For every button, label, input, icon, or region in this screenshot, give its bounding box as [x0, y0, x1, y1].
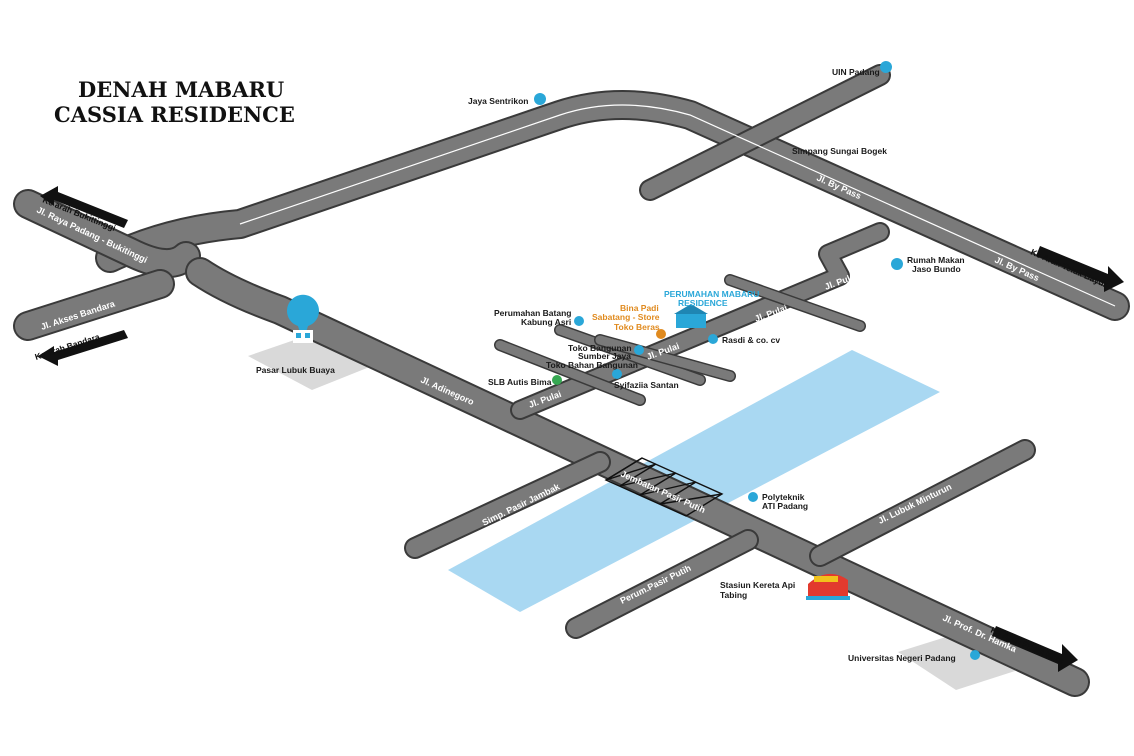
place-rumah-makan-1: Rumah Makan [907, 255, 965, 265]
place-bina-padi: Bina Padi [620, 303, 659, 313]
green-pin-icon [552, 375, 562, 385]
road-network [13, 64, 1130, 697]
place-jaya-sentrikon: Jaya Sentrikon [468, 96, 528, 106]
orange-pin-icon [656, 329, 666, 339]
train-icon [806, 573, 850, 600]
place-slb: SLB Autis Bima [488, 377, 552, 387]
place-perum-mabaru-2: RESIDENCE [678, 298, 728, 308]
place-rasdi: Rasdi & co. cv [722, 335, 780, 345]
place-simpang-sungai-bogek: Simpang Sungai Bogek [792, 146, 887, 156]
place-toko-beras: Toko Beras [614, 322, 660, 332]
unp-land-block [898, 632, 1018, 690]
place-perum-mabaru-1: PERUMAHAN MABARU [664, 289, 759, 299]
map-title-line1: DENAH MABARU [78, 77, 284, 102]
market-building-icon [287, 294, 319, 343]
place-stasiun-1: Stasiun Kereta Api [720, 580, 795, 590]
place-uin: UIN Padang [832, 67, 880, 77]
place-sabatang: Sabatang - Store [592, 312, 660, 322]
place-toko-bahan: Toko Bahan Bangunan [546, 360, 638, 370]
place-unp: Universitas Negeri Padang [848, 653, 956, 663]
place-perum-batang-1: Perumahan Batang [494, 308, 571, 318]
place-pasar: Pasar Lubuk Buaya [256, 365, 335, 375]
place-rumah-makan-2: Jaso Bundo [912, 264, 961, 274]
place-stasiun-2: Tabing [720, 590, 747, 600]
direction-arrow-pusat-kota [992, 626, 1078, 672]
place-toko-bangunan-1: Toko Bangunan [568, 343, 632, 353]
place-toko-bangunan-2: Sumber Jaya [578, 351, 631, 361]
place-perum-batang-2: Kabung Asri [521, 317, 571, 327]
direction-arrow-bandara [38, 330, 128, 366]
pin-icon [534, 61, 980, 660]
place-polytech-1: Polyteknik [762, 492, 805, 502]
pasar-land-block [248, 336, 372, 390]
place-polytech-2: ATI Padang [762, 501, 808, 511]
bridge-truss [604, 457, 724, 517]
residence-icon [674, 304, 708, 328]
direction-arrow-teluk-bayur [1036, 246, 1124, 292]
map-title-line2: CASSIA RESIDENCE [54, 102, 295, 127]
place-syifaziia: Syifaziia Santan [614, 380, 679, 390]
direction-arrow-bukittinggi [40, 186, 128, 228]
